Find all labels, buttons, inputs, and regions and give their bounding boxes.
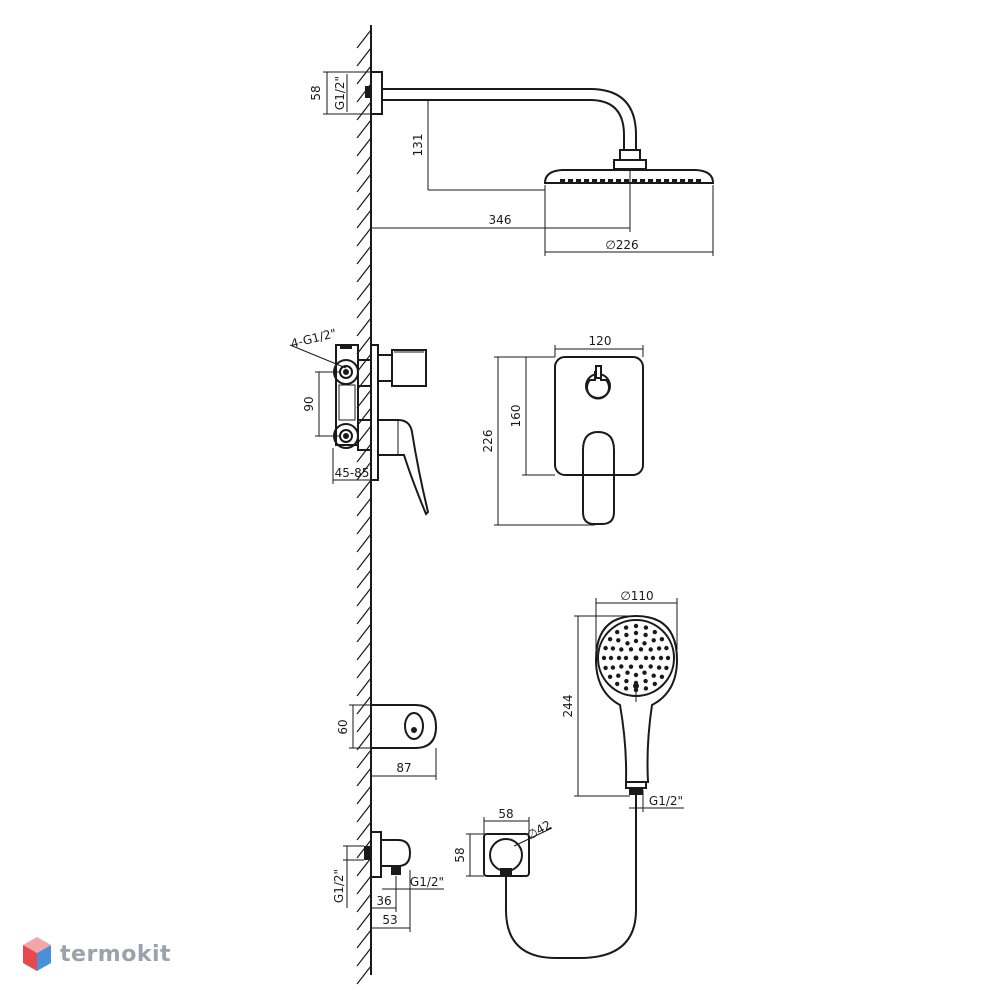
dim-hand-length: 244 xyxy=(561,615,630,797)
concealed-valve-side: 4-G1/2" 90 45-85 xyxy=(289,326,430,516)
dim-outlet-thread-right: G1/2" xyxy=(382,875,444,893)
hose xyxy=(505,795,637,959)
spout-body xyxy=(370,704,438,749)
arm-thread-stub xyxy=(365,86,371,98)
termokit-logo-icon xyxy=(23,937,51,971)
cover-plate-front: 120 160 226 xyxy=(481,334,644,526)
label-hand-head-diameter: ∅110 xyxy=(620,589,653,603)
dim-outlet-depth-large: 53 xyxy=(371,870,411,932)
shower-head xyxy=(543,169,715,184)
outlet-round xyxy=(489,838,523,872)
outlet-side-body xyxy=(381,839,412,867)
shower-arm-bottom xyxy=(382,99,625,150)
label-plate-inner-height: 160 xyxy=(509,405,523,428)
label-valve-spacing: 90 xyxy=(302,396,316,411)
dim-valve-spacing: 90 xyxy=(302,371,340,437)
label-arm-flange-height: 58 xyxy=(309,85,323,100)
wall-outlet-front: 58 58 ∅42 xyxy=(453,807,554,877)
brand-name: termokit xyxy=(60,941,172,967)
dim-hand-thread: G1/2" xyxy=(629,790,684,812)
label-hand-thread: G1/2" xyxy=(649,794,683,808)
hand-shower-nozzles xyxy=(601,623,671,693)
outlet-side-plate xyxy=(370,831,382,878)
hand-shower-connector xyxy=(625,781,647,789)
label-spout-height: 60 xyxy=(336,719,350,734)
spout-outlet xyxy=(404,712,424,740)
cover-plate xyxy=(554,356,644,476)
label-arm-projection: 346 xyxy=(489,213,512,227)
overhead-shower: 58 G1/2" 131 346 ∅226 xyxy=(309,71,715,256)
spray-selector xyxy=(633,683,639,689)
arm-ball-joint xyxy=(619,149,641,161)
dim-outlet-width: 58 xyxy=(483,807,530,834)
dim-plate-inner-height: 160 xyxy=(509,356,555,476)
dim-valve-depth: 45-85 xyxy=(332,448,371,484)
head-connector xyxy=(613,159,647,170)
dim-head-diameter: ∅226 xyxy=(544,185,714,256)
label-spout-projection: 87 xyxy=(396,761,411,775)
label-outlet-thread-left: G1/2" xyxy=(332,869,346,903)
dim-outlet-height: 58 xyxy=(453,833,484,877)
label-outlet-thread-right: G1/2" xyxy=(410,875,444,889)
dim-spout-height: 60 xyxy=(336,704,371,749)
valve-cover-plate-side xyxy=(370,344,379,481)
dim-arm-projection: 346 xyxy=(371,169,631,232)
label-valve-depth: 45-85 xyxy=(335,466,370,480)
mixer-lever-side xyxy=(377,419,430,516)
dim-arm-flange-height: 58 G1/2" xyxy=(309,71,371,115)
bath-spout: 60 87 xyxy=(336,704,438,780)
label-hand-length: 244 xyxy=(561,695,575,718)
dim-hand-head-diameter: ∅110 xyxy=(595,589,678,650)
arm-wall-flange xyxy=(370,71,383,115)
wall-outlet-side: G1/2" G1/2" 36 53 xyxy=(332,831,444,932)
shower-arm-top xyxy=(382,88,637,150)
label-plate-width: 120 xyxy=(589,334,612,348)
hand-shower-body xyxy=(594,614,679,783)
label-plate-height: 226 xyxy=(481,430,495,453)
hand-shower: ∅110 244 G1/2" xyxy=(505,589,684,959)
mixer-lever-front xyxy=(582,430,615,525)
dim-outlet-round: ∅42 xyxy=(513,818,554,847)
dim-spout-projection: 87 xyxy=(371,748,437,780)
brand-logo: termokit xyxy=(22,936,171,972)
label-outlet-width: 58 xyxy=(498,807,513,821)
label-outlet-depth-small: 36 xyxy=(376,894,391,908)
valve-body-stem xyxy=(338,384,356,421)
label-head-diameter: ∅226 xyxy=(605,238,638,252)
label-arm-thread: G1/2" xyxy=(333,76,347,110)
label-valve-inlets: 4-G1/2" xyxy=(289,326,338,351)
wall-hatching xyxy=(356,29,372,985)
dim-outlet-thread-left: G1/2" xyxy=(332,845,364,908)
dim-outlet-depth-small: 36 xyxy=(371,893,397,912)
dim-arm-drop: 131 xyxy=(411,100,545,191)
label-arm-drop: 131 xyxy=(411,134,425,157)
label-outlet-height: 58 xyxy=(453,847,467,862)
valve-nut-upper xyxy=(357,359,372,387)
diverter-knob-side xyxy=(391,349,427,387)
wall xyxy=(356,25,372,985)
dim-plate-height: 226 xyxy=(481,356,595,526)
shower-head-nozzles xyxy=(560,179,701,182)
label-outlet-depth-large: 53 xyxy=(382,913,397,927)
dim-plate-width: 120 xyxy=(554,334,644,357)
